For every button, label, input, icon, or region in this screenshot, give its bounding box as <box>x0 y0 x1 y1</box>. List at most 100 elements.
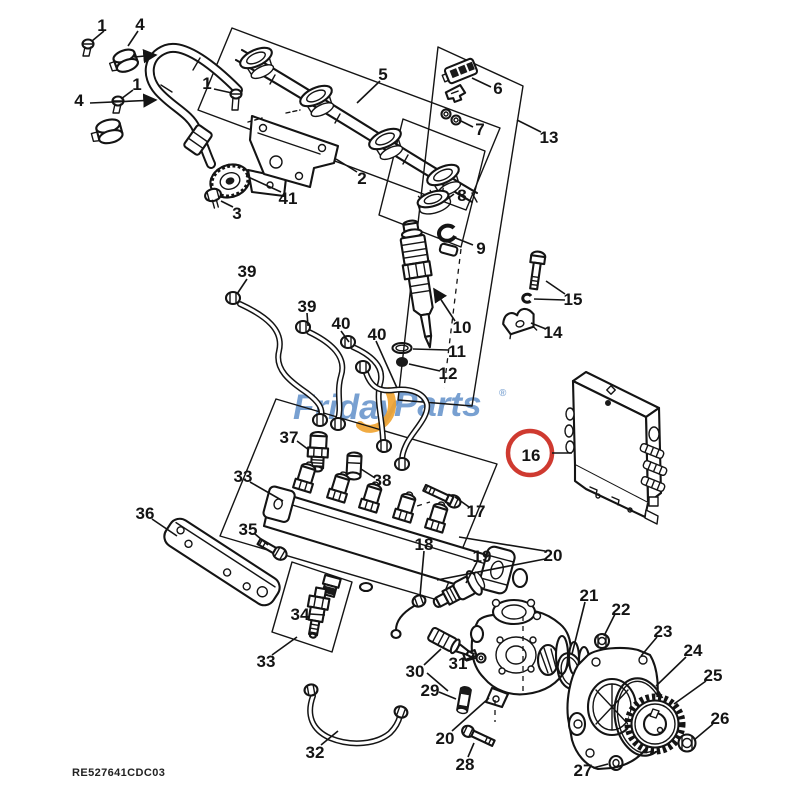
washer-clip-15 <box>521 292 533 304</box>
o-ring-11 <box>391 341 413 355</box>
part-label-16: 16 <box>522 446 541 465</box>
fuel-rail <box>234 46 479 204</box>
part-label-17: 17 <box>467 502 486 521</box>
valve-29 <box>456 686 472 715</box>
part-label-1: 1 <box>97 16 106 35</box>
part-label-13: 13 <box>540 128 559 147</box>
nut-26 <box>677 733 697 753</box>
leader-lines <box>89 30 714 769</box>
part-label-6: 6 <box>493 79 502 98</box>
part-label-38: 38 <box>373 471 392 490</box>
part-label-35: 35 <box>239 520 258 539</box>
hose-18 <box>390 594 427 640</box>
part-label-20: 20 <box>544 546 563 565</box>
part-label-22: 22 <box>612 600 631 619</box>
rail-bolt-3 <box>204 187 222 209</box>
injector-port-3 <box>368 127 404 161</box>
watermark-registered: ® <box>499 388 507 399</box>
clamp-14 <box>502 307 538 340</box>
part-label-15: 15 <box>564 290 583 309</box>
part-label-1: 1 <box>132 75 141 94</box>
part-label-8: 8 <box>457 186 466 205</box>
fuel-lines <box>224 290 431 472</box>
mount-screw-3 <box>229 88 243 111</box>
manifold-valve <box>292 461 317 494</box>
sensor-box <box>271 561 353 653</box>
bolt-15 <box>529 250 547 291</box>
part-label-31: 31 <box>449 654 468 673</box>
part-label-28: 28 <box>456 755 475 774</box>
washer-12 <box>396 357 408 367</box>
part-label-25: 25 <box>704 666 723 685</box>
part-label-27: 27 <box>574 761 593 780</box>
part-label-23: 23 <box>654 622 673 641</box>
line-fitting-nuts <box>224 290 411 472</box>
clip-under-6 <box>444 83 467 103</box>
part-label-11: 11 <box>448 342 466 361</box>
manifold-flange <box>478 545 516 595</box>
part-label-41: 41 <box>279 189 298 208</box>
part-label-39: 39 <box>298 297 317 316</box>
part-label-40: 40 <box>332 314 351 333</box>
manifold-valve <box>358 481 383 514</box>
nuts-7 <box>440 108 462 126</box>
part-label-10: 10 <box>453 318 472 337</box>
bolt-28 <box>461 724 496 747</box>
watermark-swoosh <box>356 387 397 433</box>
injector-port-4 <box>426 163 462 197</box>
bolt-17 <box>422 483 462 509</box>
injector-port-2 <box>299 84 335 118</box>
injection-pump <box>462 598 619 709</box>
fuel-injector-10 <box>399 219 459 349</box>
part-label-26: 26 <box>711 709 730 728</box>
part-label-2: 2 <box>357 169 366 188</box>
part-label-37: 37 <box>280 428 299 447</box>
fuel-rail-box <box>197 27 501 211</box>
part-label-33: 33 <box>234 467 253 486</box>
drawing-code: RE527641CDC03 <box>72 767 165 779</box>
mount-bracket-36 <box>163 517 281 607</box>
nut-22 <box>593 632 611 650</box>
manifold-valve <box>392 491 417 524</box>
o-ring-31 <box>475 652 487 664</box>
sensor-34 <box>306 586 331 639</box>
ecu-box <box>564 370 668 525</box>
mount-screw-1 <box>81 38 95 57</box>
hose-32 <box>303 683 409 747</box>
part-label-34: 34 <box>291 605 310 624</box>
part-label-5: 5 <box>378 65 387 84</box>
injector-cap-box <box>378 118 486 248</box>
part-label-3: 3 <box>232 204 241 223</box>
rail-mount-plate <box>247 109 340 189</box>
part-label-30: 30 <box>406 662 425 681</box>
part-label-18: 18 <box>415 535 434 554</box>
part-label-21: 21 <box>580 586 599 605</box>
part-label-19: 19 <box>473 547 492 566</box>
o-ring-27 <box>608 754 624 772</box>
clip-9 <box>437 223 457 243</box>
manifold-valve <box>424 501 449 534</box>
part-label-32: 32 <box>306 743 325 762</box>
harness-plug <box>183 124 213 156</box>
harness-clamp-2 <box>90 118 124 145</box>
part-label-39: 39 <box>238 262 257 281</box>
part-label-24: 24 <box>684 641 703 660</box>
part-label-7: 7 <box>475 120 484 139</box>
part-label-4: 4 <box>135 15 145 34</box>
part-label-29: 29 <box>421 681 440 700</box>
part-label-14: 14 <box>544 323 563 342</box>
part-label-20: 20 <box>436 729 455 748</box>
part-label-9: 9 <box>476 239 485 258</box>
nozzle-30 <box>427 626 475 659</box>
injector-port-1 <box>239 46 275 80</box>
plug-38 <box>345 451 363 481</box>
manifold-port <box>358 581 374 593</box>
fuel-manifold <box>262 461 529 598</box>
bolt-35 <box>256 537 288 561</box>
part-label-36: 36 <box>136 504 155 523</box>
drive-gear-25 <box>624 693 686 755</box>
valve-19 <box>432 570 486 608</box>
part-label-4: 4 <box>74 91 84 110</box>
